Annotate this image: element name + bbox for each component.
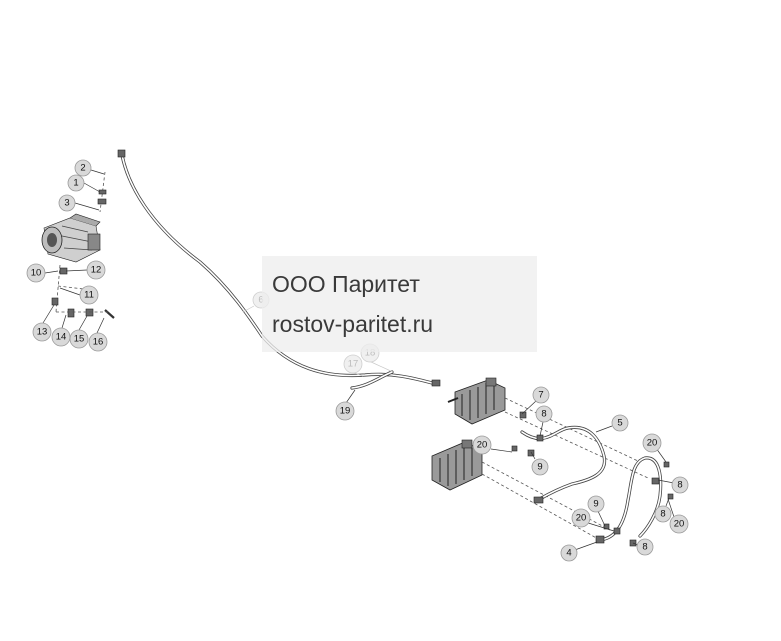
hose-5: [520, 425, 607, 504]
callout-7: 7: [532, 386, 550, 404]
svg-text:19: 19: [340, 406, 351, 417]
svg-text:13: 13: [37, 327, 48, 338]
svg-text:11: 11: [84, 290, 94, 301]
hose-19: [350, 370, 394, 390]
control-valve-lower: [431, 439, 483, 491]
svg-text:8: 8: [642, 542, 647, 553]
svg-text:17: 17: [348, 359, 359, 370]
callout-9-a: 9: [531, 458, 549, 476]
callout-20-c: 20: [669, 514, 689, 534]
svg-text:12: 12: [91, 265, 102, 276]
watermark-company-name: ООО Паритет: [272, 271, 420, 297]
svg-text:20: 20: [647, 438, 658, 449]
svg-text:7: 7: [538, 390, 543, 401]
svg-text:15: 15: [74, 334, 85, 345]
svg-text:10: 10: [31, 268, 42, 279]
callout-10: 10: [26, 263, 46, 283]
callout-19: 19: [335, 401, 355, 421]
callout-1: 1: [67, 174, 85, 192]
control-valve-upper: [447, 377, 506, 425]
hydraulic-pump: [41, 213, 101, 263]
callout-20-b: 20: [642, 433, 662, 453]
hose-4: [595, 456, 663, 544]
svg-text:18: 18: [365, 348, 376, 359]
callout-2: 2: [74, 159, 92, 177]
callout-17: 17: [343, 354, 363, 374]
svg-text:9: 9: [593, 499, 598, 510]
callout-8-b: 8: [671, 476, 689, 494]
callout-12: 12: [86, 260, 106, 280]
svg-text:14: 14: [56, 332, 67, 343]
svg-text:2: 2: [80, 163, 85, 174]
svg-text:1: 1: [73, 178, 78, 189]
watermark-website: rostov-paritet.ru: [272, 311, 434, 337]
hose-6: [117, 149, 441, 387]
callout-5: 5: [611, 414, 629, 432]
svg-text:20: 20: [576, 513, 587, 524]
watermark-background: [262, 256, 537, 352]
callout-3: 3: [58, 194, 76, 212]
svg-text:3: 3: [64, 198, 69, 209]
callout-4: 4: [560, 544, 578, 562]
svg-text:20: 20: [674, 519, 685, 530]
svg-text:5: 5: [617, 418, 622, 429]
callout-8-a: 8: [535, 405, 553, 423]
svg-text:8: 8: [677, 480, 682, 491]
svg-text:8: 8: [660, 509, 665, 520]
svg-text:20: 20: [477, 440, 488, 451]
callout-8-d: 8: [636, 538, 654, 556]
callout-16: 16: [88, 332, 108, 352]
callout-20-a: 20: [472, 435, 492, 455]
callout-9-b: 9: [587, 495, 605, 513]
svg-text:8: 8: [541, 409, 546, 420]
svg-text:6: 6: [258, 295, 263, 306]
svg-text:16: 16: [93, 337, 104, 348]
svg-text:9: 9: [537, 462, 542, 473]
callout-11: 11: [79, 285, 99, 305]
svg-text:4: 4: [566, 548, 571, 559]
callout-13: 13: [32, 322, 52, 342]
hose-fittings: [511, 411, 674, 547]
callout-8-c: 8: [654, 505, 672, 523]
callout-14: 14: [51, 327, 71, 347]
callout-20-d: 20: [571, 508, 591, 528]
callout-15: 15: [69, 329, 89, 349]
